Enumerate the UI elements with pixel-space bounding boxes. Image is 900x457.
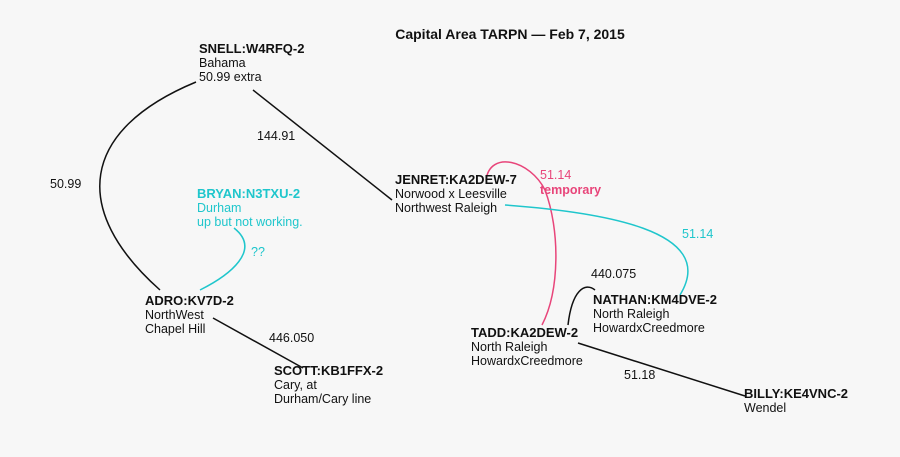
node-adro-line-2: Chapel Hill <box>145 322 206 336</box>
node-adro: ADRO:KV7D-2 NorthWest Chapel Hill <box>145 293 234 337</box>
link-snell-jenret <box>252 89 393 201</box>
node-snell: SNELL:W4RFQ-2 Bahama 50.99 extra <box>199 41 305 85</box>
node-billy-line-1: Wendel <box>744 401 787 415</box>
node-tadd-line-2: HowardxCreedmore <box>471 354 583 368</box>
label-snell-adro: 50.99 <box>50 177 82 191</box>
node-billy: BILLY:KE4VNC-2 Wendel <box>744 386 849 416</box>
node-nathan-line-2: HowardxCreedmore <box>593 321 705 335</box>
node-tadd-callsign: TADD:KA2DEW-2 <box>471 325 579 340</box>
diagram-title: Capital Area TARPN — Feb 7, 2015 <box>395 26 625 42</box>
node-jenret-line-2: Northwest Raleigh <box>395 201 498 215</box>
node-billy-callsign: BILLY:KE4VNC-2 <box>744 386 849 401</box>
label-tadd-nathan: 440.075 <box>591 267 637 281</box>
node-snell-callsign: SNELL:W4RFQ-2 <box>199 41 305 56</box>
node-jenret: JENRET:KA2DEW-7 Norwood x Leesville Nort… <box>395 172 517 216</box>
node-nathan: NATHAN:KM4DVE-2 North Raleigh HowardxCre… <box>593 292 717 336</box>
label-bryan-adro: ?? <box>251 245 265 259</box>
link-tadd-billy <box>577 342 746 397</box>
node-scott: SCOTT:KB1FFX-2 Cary, at Durham/Cary line <box>274 363 384 407</box>
label-snell-jenret: 144.91 <box>257 129 296 143</box>
label-adro-scott: 446.050 <box>269 331 315 345</box>
node-bryan-callsign: BRYAN:N3TXU-2 <box>197 186 301 201</box>
node-snell-line-2: 50.99 extra <box>199 70 262 84</box>
node-bryan-line-2: up but not working. <box>197 215 303 229</box>
link-tadd-nathan <box>567 286 596 326</box>
node-bryan: BRYAN:N3TXU-2 Durham up but not working. <box>197 186 303 230</box>
link-jenret-nathan <box>504 204 689 296</box>
label-jenret-tadd-note: temporary <box>540 183 602 197</box>
link-bryan-adro <box>199 227 246 291</box>
node-bryan-line-1: Durham <box>197 201 242 215</box>
label-jenret-tadd-freq: 51.14 <box>540 168 572 182</box>
node-snell-line-1: Bahama <box>199 56 246 70</box>
node-scott-line-1: Cary, at <box>274 378 317 392</box>
node-nathan-line-1: North Raleigh <box>593 307 670 321</box>
label-jenret-tadd: 51.14 temporary <box>540 168 601 198</box>
link-adro-scott <box>212 317 304 369</box>
node-jenret-callsign: JENRET:KA2DEW-7 <box>395 172 517 187</box>
label-tadd-billy: 51.18 <box>624 368 656 382</box>
label-jenret-nathan: 51.14 <box>682 227 714 241</box>
node-nathan-callsign: NATHAN:KM4DVE-2 <box>593 292 717 307</box>
node-jenret-line-1: Norwood x Leesville <box>395 187 507 201</box>
node-tadd-line-1: North Raleigh <box>471 340 548 354</box>
node-scott-callsign: SCOTT:KB1FFX-2 <box>274 363 384 378</box>
node-adro-callsign: ADRO:KV7D-2 <box>145 293 234 308</box>
node-adro-line-1: NorthWest <box>145 308 204 322</box>
link-snell-adro <box>99 81 197 291</box>
node-tadd: TADD:KA2DEW-2 North Raleigh HowardxCreed… <box>471 325 583 369</box>
node-scott-line-2: Durham/Cary line <box>274 392 372 406</box>
link-jenret-tadd <box>485 161 557 326</box>
